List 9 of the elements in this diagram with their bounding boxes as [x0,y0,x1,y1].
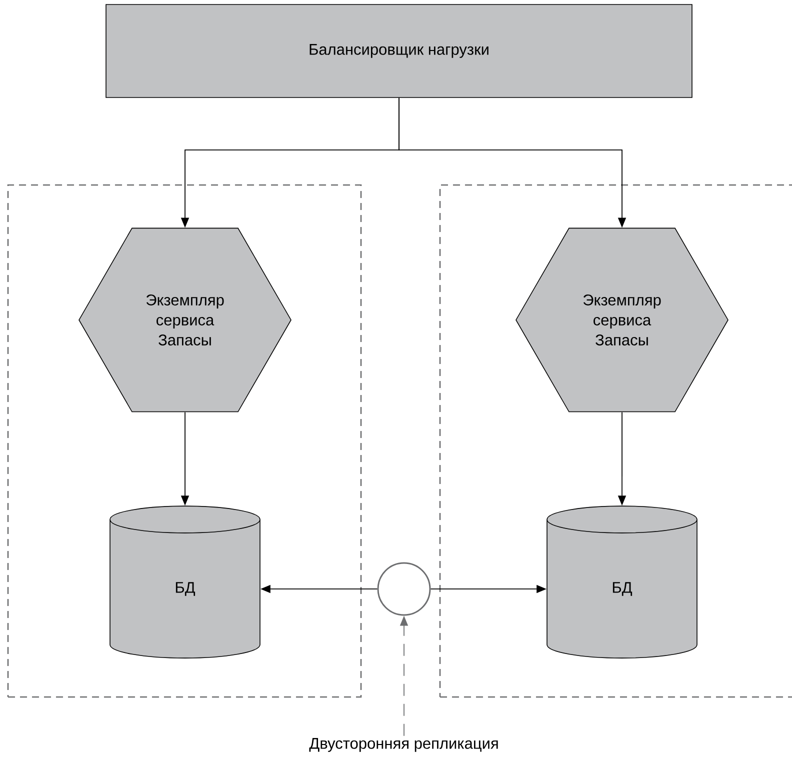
load-balancer-box: Балансировщик нагрузки [106,4,692,98]
service-hexagon: Экземпляр сервиса Запасы [78,228,292,412]
database-cylinder: БД [110,506,260,658]
service-hexagon: Экземпляр сервиса Запасы [516,228,728,412]
database-cylinder: БД [546,506,698,658]
replication-label: Двусторонняя репликация [309,738,498,752]
replication-circle [377,562,431,616]
dashed-container [439,184,792,698]
dashed-container [7,184,362,698]
